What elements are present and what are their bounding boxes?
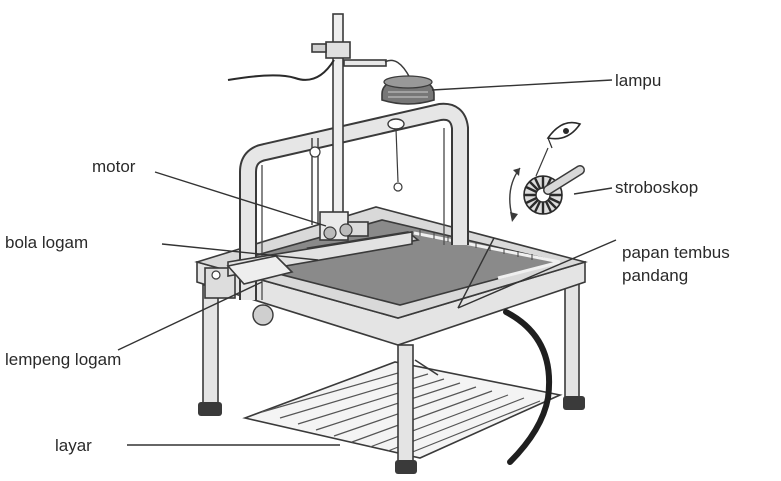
stroboscope	[509, 147, 585, 222]
eye-icon	[546, 121, 582, 149]
leader-papan-inner	[457, 237, 495, 309]
leader-lampu	[431, 79, 613, 91]
metal-plate	[226, 255, 294, 285]
leader-motor	[154, 171, 327, 227]
label-lempeng-logam: lempeng logam	[5, 350, 121, 369]
label-layar: layar	[55, 436, 92, 455]
leader-bola-logam	[161, 243, 319, 261]
label-pandang: pandang	[622, 266, 688, 285]
label-lampu: lampu	[615, 71, 661, 90]
leader-stroboskop	[573, 187, 613, 195]
label-bola-logam: bola logam	[5, 233, 88, 252]
lamp	[381, 75, 435, 105]
leader-papan	[457, 239, 617, 309]
label-papan-tembus: papan tembus	[622, 243, 730, 262]
curved-arc	[503, 309, 552, 465]
power-cable	[227, 59, 335, 81]
label-motor: motor	[92, 157, 136, 176]
leader-lines	[117, 79, 617, 446]
labels: lampu motor stroboskop bola logam papan …	[5, 71, 730, 455]
leader-lempeng-logam	[117, 281, 263, 351]
label-stroboskop: stroboskop	[615, 178, 698, 197]
ripple-tank-table	[194, 206, 588, 346]
overhead-frame	[239, 102, 469, 300]
